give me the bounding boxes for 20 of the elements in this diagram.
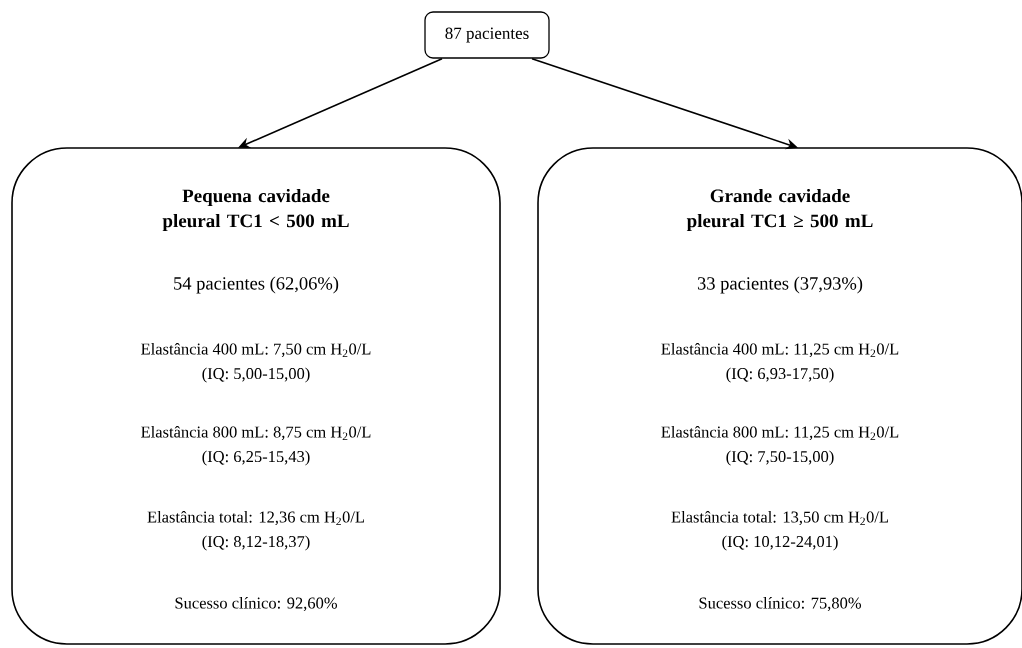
success-text: Sucesso clínico: 75,80% [699,597,861,611]
patient-count: 54 pacientes (62,06%) [174,276,339,294]
measurement-text: Elastância total: 12,36 cm H$_{2}$0/L [147,510,364,526]
measurement-text: Elastância 800 mL: 11,25 cm H$_{2}$0/L [661,425,899,441]
measurement-text: Elastância 400 mL: 7,50 cm H$_{2}$0/L [141,342,371,358]
range-text: (IQ: 10,12-24,01) [722,535,838,551]
range-text: (IQ: 7,50-15,00) [726,450,834,466]
measurement-text: Elastância total: 13,50 cm H$_{2}$0/L [671,510,888,526]
heading: Pequena cavidade pleural TC1 < 500 mL [162,188,349,232]
success-text: Sucesso clínico: 92,60% [175,597,337,611]
measurement-text: Elastância 800 mL: 8,75 cm H$_{2}$0/L [141,425,371,441]
patient-count: 33 pacientes (37,93%) [697,276,863,294]
count-box: 87 pacientes [424,11,550,59]
heading: Grande cavidade pleural TC1 ≥ 500 mL [686,188,873,232]
range-text: (IQ: 8,12-18,37) [202,535,310,551]
range-text: (IQ: 6,93-17,50) [726,367,834,383]
range-text: (IQ: 6,25-15,43) [202,450,310,466]
measurement-text: Elastância 400 mL: 11,25 cm H$_{2}$0/L [661,342,899,358]
arrow [238,57,443,149]
range-text: (IQ: 5,00-15,00) [202,367,310,383]
